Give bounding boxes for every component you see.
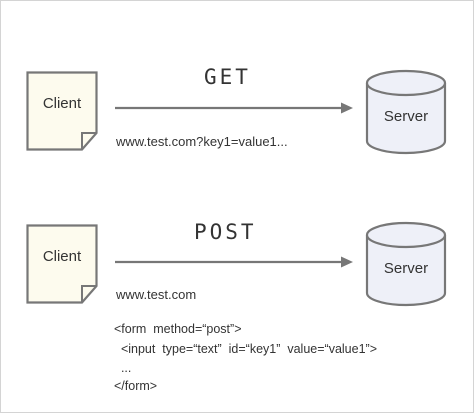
database-icon — [365, 69, 447, 155]
get-request-arrow — [115, 102, 353, 114]
form-code-line: <form method=“post”> — [114, 322, 242, 336]
get-url-text: www.test.com?key1=value1... — [116, 134, 288, 149]
get-server-label: Server — [383, 108, 429, 125]
document-icon — [26, 224, 98, 304]
get-client-document: Client — [26, 71, 98, 151]
database-icon — [365, 221, 447, 307]
get-server-database: Server — [365, 69, 447, 155]
post-client-label: Client — [42, 248, 82, 265]
post-server-label: Server — [383, 260, 429, 277]
post-method-label: POST — [194, 220, 257, 244]
form-code-line: <input type=“text” id=“key1” value=“valu… — [114, 342, 377, 356]
document-icon — [26, 71, 98, 151]
post-request-arrow — [115, 256, 353, 268]
get-method-label: GET — [204, 65, 251, 89]
get-client-label: Client — [42, 95, 82, 112]
form-code-line: ... — [114, 361, 132, 375]
post-client-document: Client — [26, 224, 98, 304]
post-server-database: Server — [365, 221, 447, 307]
post-url-text: www.test.com — [116, 287, 197, 302]
form-code-line: </form> — [114, 379, 158, 393]
